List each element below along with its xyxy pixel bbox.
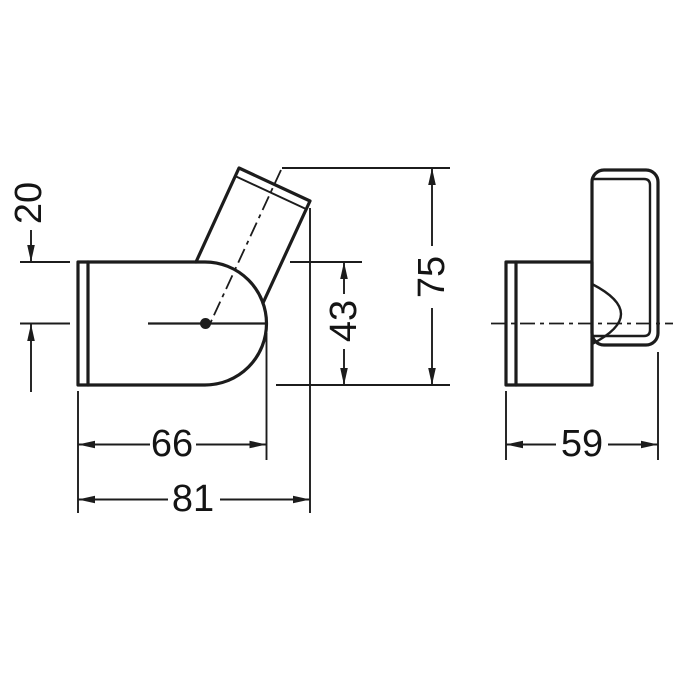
- dimension-label-pivot-offset: 20: [8, 182, 50, 224]
- pivot-point-dot: [200, 318, 211, 329]
- dimension-depth: 59: [505, 352, 659, 465]
- holder-cup-cutout-arc: [590, 282, 622, 346]
- dimension-pivot-offset: 20: [8, 182, 70, 392]
- dimension-label-total-width: 81: [172, 478, 214, 520]
- front-view: [491, 168, 673, 387]
- dimension-label-total-height: 75: [411, 256, 453, 298]
- dimension-total-height: 75: [276, 167, 453, 386]
- side-view: [76, 166, 312, 387]
- dimension-label-body-width: 66: [151, 423, 193, 465]
- holder-cup-wall-inner-contour: [590, 177, 652, 338]
- holder-cup-outline: [590, 168, 660, 347]
- dimension-label-body-height: 43: [323, 300, 365, 342]
- dimension-body-height: 43: [290, 261, 365, 385]
- holder-body-outline: [76, 260, 269, 387]
- pivot-cylinder-outline: [194, 166, 312, 305]
- dimension-label-depth: 59: [561, 423, 603, 465]
- cylinder-opening-line: [234, 175, 307, 210]
- dimension-body-width: 66: [78, 333, 268, 465]
- dimension-total-width: 81: [77, 208, 311, 520]
